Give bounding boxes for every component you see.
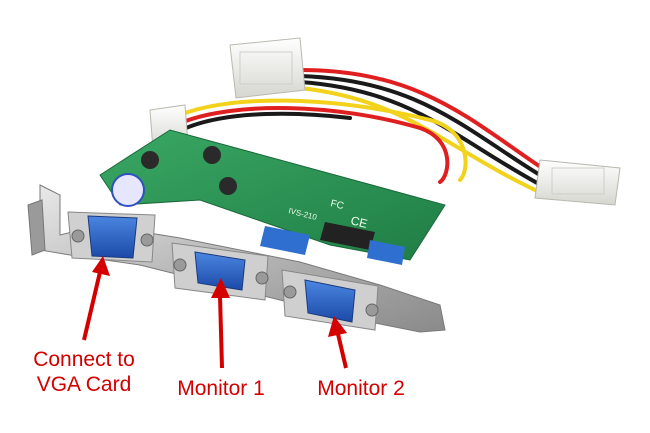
- arrow-up-icon: [328, 316, 348, 369]
- arrow-up-icon: [211, 278, 230, 369]
- annotation-arrows: [82, 256, 348, 369]
- power-wires: [178, 68, 554, 200]
- fcc-mark: FC: [329, 198, 345, 212]
- connect-label-line2: VGA Card: [36, 373, 132, 396]
- monitor-2-port: [281, 269, 379, 331]
- ce-mark: CE: [349, 213, 369, 231]
- connect-vga-card-label: Connect to VGA Card: [4, 347, 164, 397]
- molex-connector-right: [534, 159, 621, 206]
- arrow-up-icon: [82, 256, 110, 341]
- monitor-1-port: [171, 242, 269, 301]
- monitor-2-label: Monitor 2: [317, 377, 405, 400]
- connect-label-line1: Connect to: [33, 348, 135, 371]
- vga-input-port: [67, 211, 156, 263]
- molex-connector-top: [229, 37, 306, 99]
- pcb-board: IVS-210 CE FC: [99, 129, 446, 265]
- monitor-1-label: Monitor 1: [177, 377, 265, 400]
